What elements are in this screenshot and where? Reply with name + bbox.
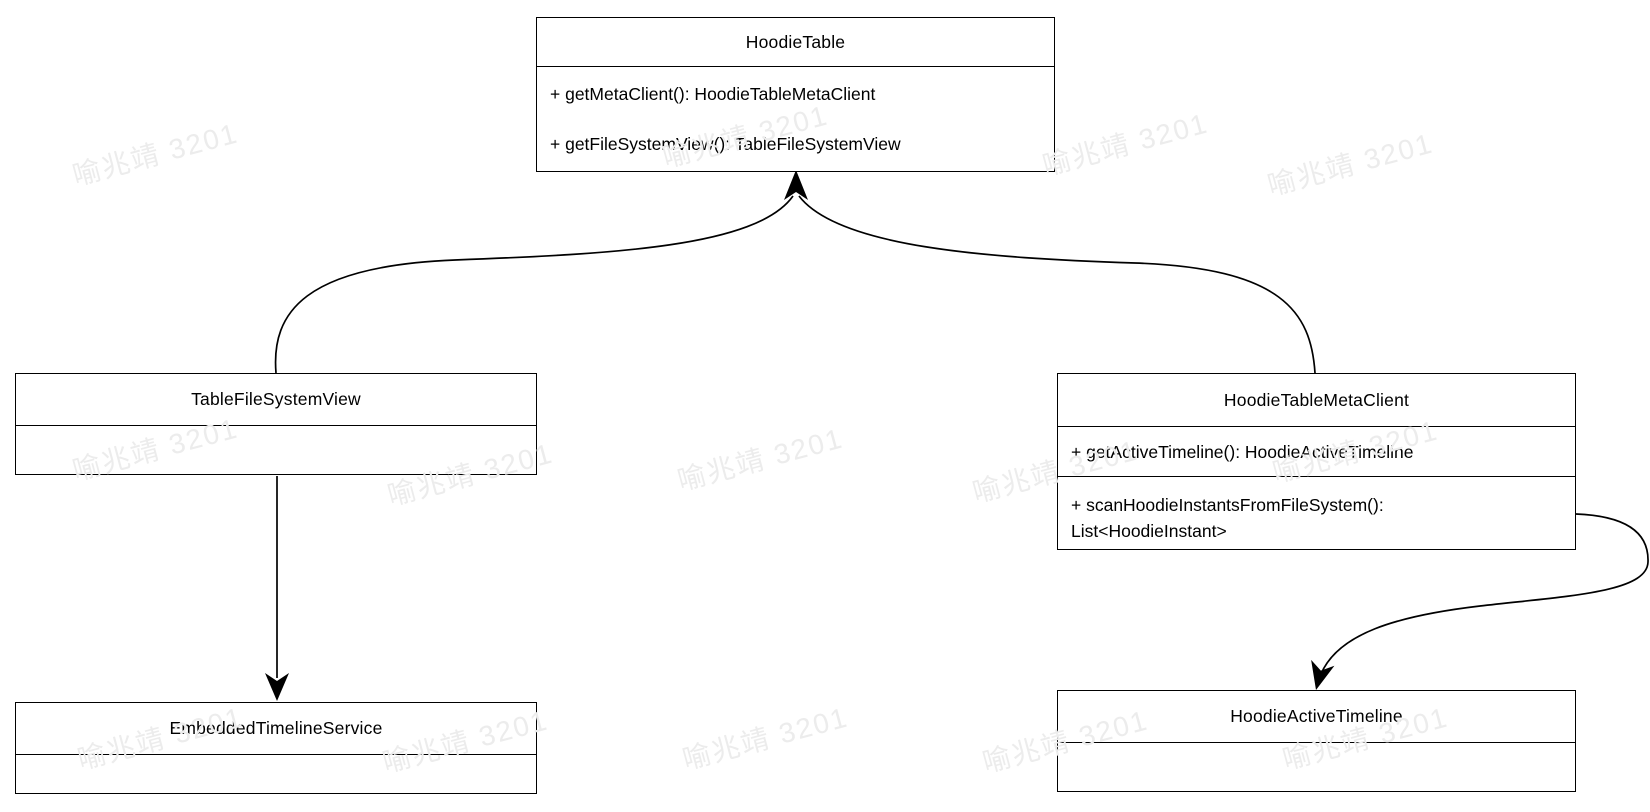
class-members-section-empty: [1058, 742, 1575, 791]
class-title: HoodieTable: [745, 31, 846, 52]
arrow-hoodietablemetaclient-to-hoodietable: [798, 195, 1316, 374]
class-member: + getFileSystemView(): TableFileSystemVi…: [550, 133, 901, 154]
class-members-section: + getMetaClient(): HoodieTableMetaClient…: [537, 66, 1054, 171]
class-title: HoodieTableMetaClient: [1223, 389, 1410, 410]
class-tablefilesystemview: TableFileSystemView: [15, 373, 537, 475]
class-member: + scanHoodieInstantsFromFileSystem(): Li…: [1071, 495, 1384, 541]
class-title: TableFileSystemView: [191, 389, 361, 409]
class-members-section-empty: [16, 425, 536, 474]
class-member: + getMetaClient(): HoodieTableMetaClient: [550, 83, 876, 104]
class-member: + getActiveTimeline(): HoodieActiveTimel…: [1071, 441, 1414, 462]
class-title: EmbeddedTimelineService: [169, 718, 383, 738]
arrow-hoodietablemetaclient-to-hoodieactivetimeline: [1320, 513, 1649, 675]
arrowhead-up-hoodietable: [784, 170, 808, 200]
class-members-section: + scanHoodieInstantsFromFileSystem(): Li…: [1058, 476, 1575, 549]
class-members-section-empty: [16, 754, 536, 793]
class-hoodieactivetimeline: HoodieActiveTimeline: [1057, 690, 1576, 792]
class-hoodietablemetaclient: HoodieTableMetaClient + getActiveTimelin…: [1057, 373, 1576, 550]
arrow-tablefilesystemview-to-hoodietable: [274, 195, 794, 374]
class-embeddedtimelineservice: EmbeddedTimelineService: [15, 702, 537, 794]
class-title: HoodieActiveTimeline: [1230, 706, 1403, 726]
class-hoodietable: HoodieTable + getMetaClient(): HoodieTab…: [536, 17, 1055, 172]
class-members-section: + getActiveTimeline(): HoodieActiveTimel…: [1058, 426, 1575, 476]
arrowhead-down-hoodieactivetimeline: [1311, 659, 1335, 690]
arrowhead-down-embeddedtimelineservice: [265, 673, 289, 701]
